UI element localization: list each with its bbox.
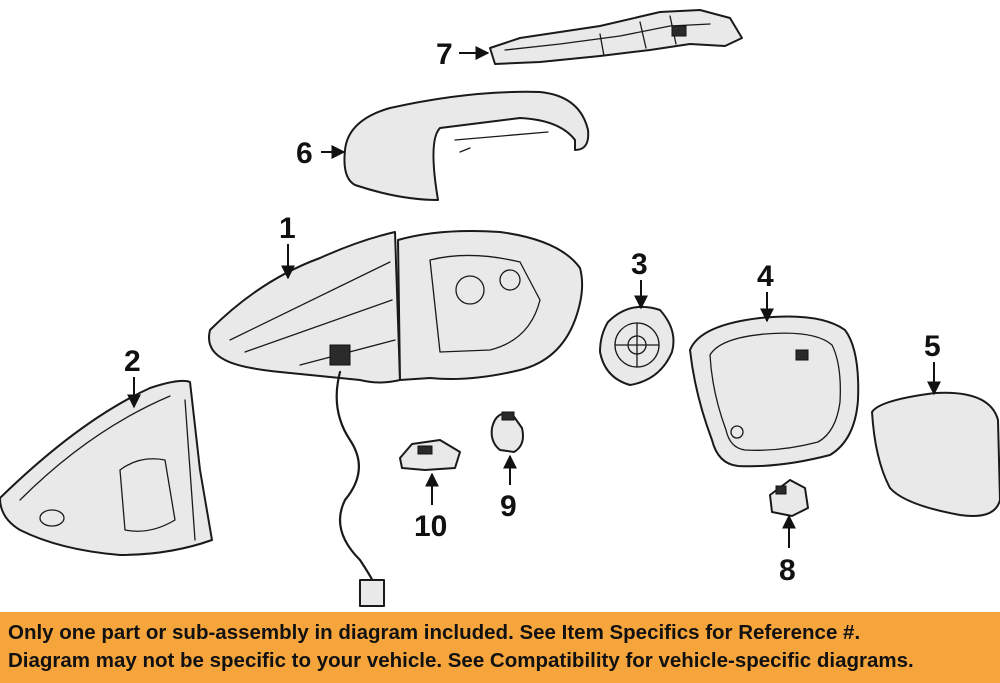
disclaimer-line-1: Only one part or sub-assembly in diagram… (8, 621, 861, 644)
part-7-callout: 7 (436, 38, 453, 71)
disclaimer-line-2: Diagram may not be specific to your vehi… (8, 649, 914, 672)
part-4-callout: 4 (757, 260, 774, 293)
part-3-actuator (599, 306, 675, 386)
part-1-mirror-assembly (208, 230, 584, 607)
part-6-callout: 6 (296, 137, 313, 170)
mirror-exploded-diagram: 7 6 1 2 3 4 5 8 9 10 (0, 9, 1000, 607)
part-10-sensor (399, 439, 461, 471)
part-7-turn-signal-lamp (489, 9, 743, 65)
part-4-glass-frame (689, 315, 860, 468)
callout-leaders (127, 46, 941, 548)
part-5-mirror-glass (871, 391, 1000, 517)
part-5-callout: 5 (924, 330, 941, 363)
part-2-callout: 2 (124, 345, 141, 378)
part-10-callout: 10 (414, 510, 447, 543)
part-9-puddle-lamp (490, 411, 524, 453)
part-1-callout: 1 (279, 212, 296, 245)
part-8-connector (769, 479, 809, 517)
disclaimer-banner: Only one part or sub-assembly in diagram… (0, 612, 1000, 683)
part-8-callout: 8 (779, 554, 796, 587)
part-3-callout: 3 (631, 248, 648, 281)
part-9-callout: 9 (500, 490, 517, 523)
part-2-sail-panel (0, 379, 213, 556)
part-6-mirror-cover (343, 90, 590, 201)
